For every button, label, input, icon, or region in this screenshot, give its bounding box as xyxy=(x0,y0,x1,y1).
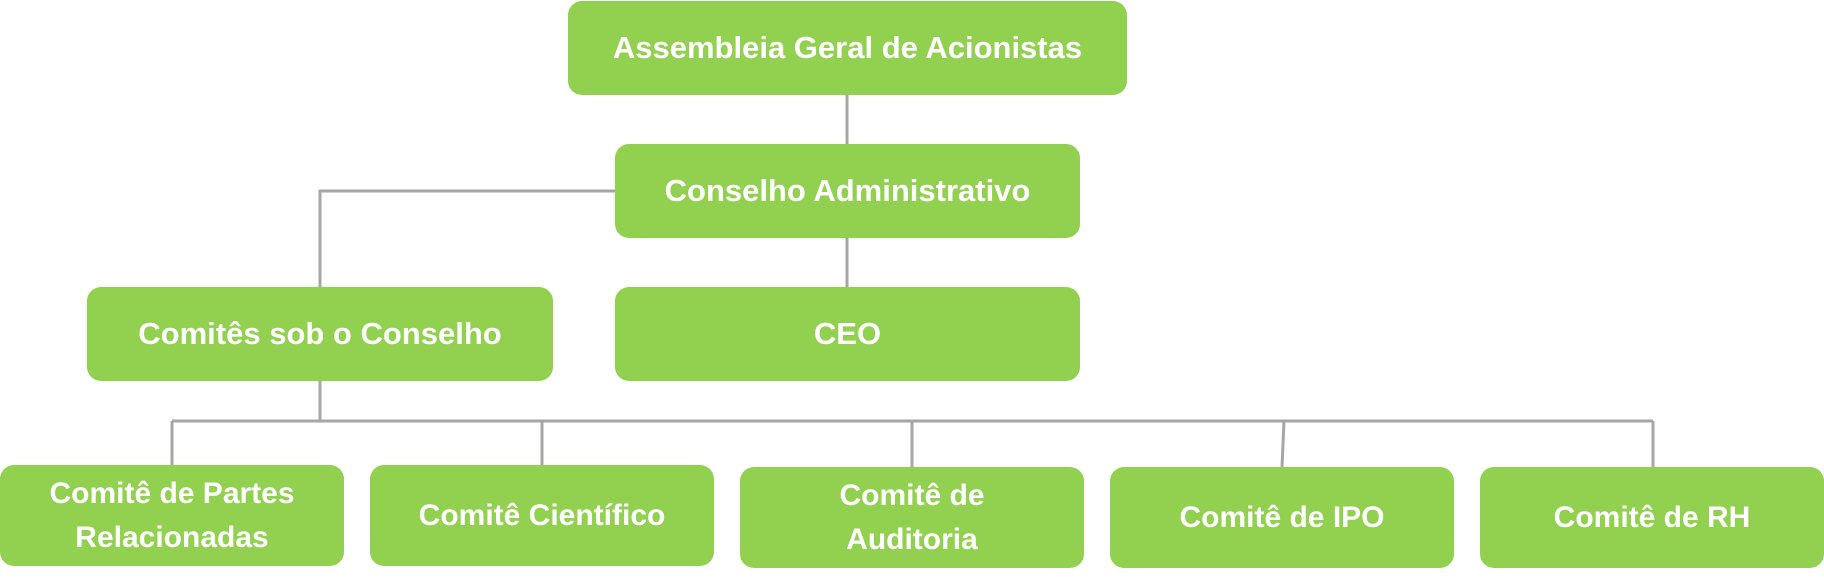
ceo-box: CEO xyxy=(615,287,1080,381)
ipo-drop xyxy=(1280,420,1286,468)
related-parties-label-line2: Relacionadas xyxy=(75,520,269,554)
committees-under-board-box: Comitês sob o Conselho xyxy=(87,287,553,381)
board-committees-connector xyxy=(318,189,615,287)
ipo-committee-box: Comitê de IPO xyxy=(1110,467,1454,568)
ceo-label: CEO xyxy=(813,316,882,351)
audit-committee-label-line2: Auditoria xyxy=(846,522,978,556)
scientific-committee-label: Comitê Científico xyxy=(418,498,666,532)
board-label: Conselho Administrativo xyxy=(664,173,1031,208)
ipo-committee-label: Comitê de IPO xyxy=(1179,500,1385,534)
assembly-box: Assembleia Geral de Acionistas xyxy=(568,1,1127,95)
scientific-committee-box: Comitê Científico xyxy=(370,465,714,566)
assembly-label: Assembleia Geral de Acionistas xyxy=(612,30,1083,65)
related-parties-committee-box: Comitê de Partes Relacionadas xyxy=(0,465,344,566)
related-parties-label-line1: Comitê de Partes xyxy=(49,476,295,510)
hr-committee-label: Comitê de RH xyxy=(1553,500,1751,534)
board-box: Conselho Administrativo xyxy=(615,144,1080,238)
audit-committee-label-line1: Comitê de xyxy=(839,478,985,512)
hr-committee-box: Comitê de RH xyxy=(1480,467,1824,568)
audit-committee-box: Comitê de Auditoria xyxy=(740,467,1084,568)
committees-under-board-label: Comitês sob o Conselho xyxy=(138,316,502,351)
